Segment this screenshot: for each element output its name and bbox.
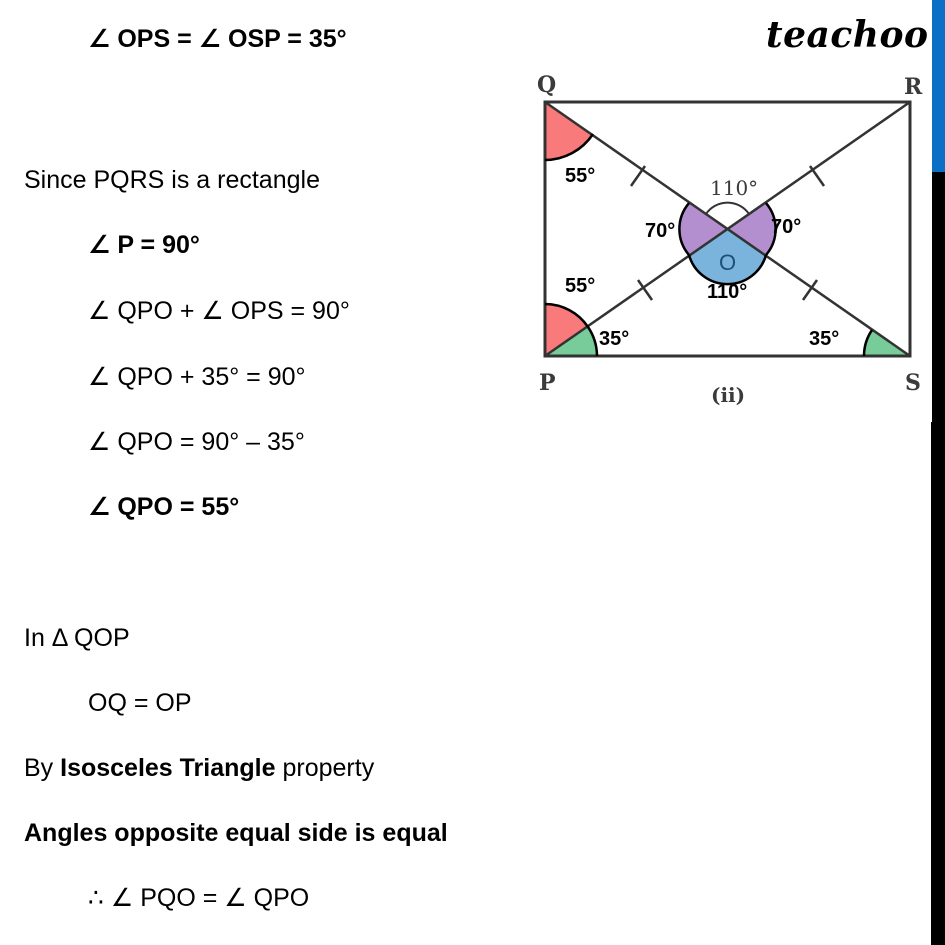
equation-conclusion: ∴ ∠ PQO = ∠ QPO <box>88 884 310 912</box>
text-isosceles-triangle: Isosceles Triangle <box>60 754 276 782</box>
angle-qop-fill <box>679 203 728 255</box>
equation-oq-op: OQ = OP <box>88 689 192 717</box>
diagram-caption: (ii) <box>711 383 745 407</box>
equation-sum: ∠ QPO + ∠ OPS = 90° <box>88 297 350 325</box>
vertex-label-q: Q <box>537 72 556 98</box>
arc-pos <box>687 254 768 286</box>
arc-ops <box>586 326 599 357</box>
text-property: property <box>275 754 375 782</box>
statement-isosceles: By Isosceles Triangle property <box>24 753 374 783</box>
angle-ops-fill <box>545 327 597 356</box>
angle-pqo-fill <box>545 102 593 160</box>
equation-substitute: ∠ QPO + 35° = 90° <box>88 363 306 391</box>
statement-angles-opposite: Angles opposite equal side is equal <box>24 819 448 847</box>
tick-op <box>636 279 654 301</box>
angle-label-qop: 70° <box>645 220 675 242</box>
accent-bar-blue <box>932 0 945 172</box>
equation-angle-p: ∠ P = 90° <box>88 231 200 259</box>
angle-qpo-fill <box>545 304 588 356</box>
diagonal-pr <box>544 100 911 358</box>
angle-label-pos: 110° <box>707 281 747 303</box>
equation-subtract: ∠ QPO = 90° – 35° <box>88 428 305 456</box>
accent-bar-black <box>931 172 945 945</box>
angle-label-qor: 110° <box>710 176 758 200</box>
angle-label-ros: 70° <box>771 216 801 238</box>
arc-qop <box>678 202 690 256</box>
tick-os <box>801 279 819 301</box>
text-by: By <box>24 754 61 782</box>
arc-osp <box>862 329 874 357</box>
teachoo-logo: teachoo <box>766 14 929 56</box>
accent-bar-divider <box>931 172 932 422</box>
arc-qor <box>705 201 750 215</box>
equation-ops-osp: ∠ OPS = ∠ OSP = 35° <box>88 25 347 53</box>
angle-label-qpo: 55° <box>565 275 595 297</box>
angle-label-osp: 35° <box>809 328 839 350</box>
rectangle-pqrs <box>543 100 912 358</box>
tick-or <box>808 165 826 187</box>
vertex-label-o: O <box>719 250 736 275</box>
arc-ros <box>765 202 777 256</box>
arc-qpo <box>544 302 590 328</box>
angle-label-pqo: 55° <box>565 165 595 187</box>
tick-oq <box>629 165 647 187</box>
statement-rectangle: Since PQRS is a rectangle <box>24 166 320 194</box>
equation-result-qpo: ∠ QPO = 55° <box>88 493 240 521</box>
arc-pqo <box>544 133 595 162</box>
angle-label-ops: 35° <box>599 328 629 350</box>
vertex-label-p: P <box>539 370 556 396</box>
vertex-label-r: R <box>904 74 923 100</box>
vertex-label-s: S <box>905 370 921 396</box>
statement-triangle-qop: In Δ QOP <box>24 624 130 652</box>
angle-ros-fill <box>727 203 776 255</box>
